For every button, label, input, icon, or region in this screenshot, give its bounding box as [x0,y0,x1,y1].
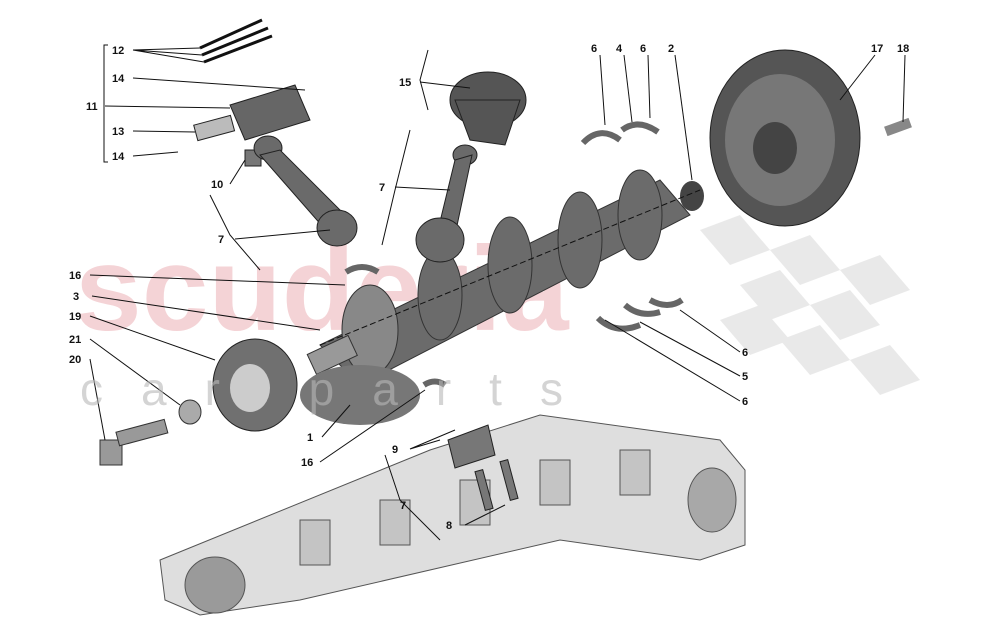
watermark-sub: car parts [80,363,601,415]
callout-2: 2 [668,43,674,55]
callout-labels: 12 14 11 13 14 10 7 16 3 19 21 20 1 16 9… [69,43,909,532]
conrod-cap [447,424,519,511]
callout-1: 1 [307,432,313,444]
callout-17: 17 [871,43,883,55]
callout-20: 20 [69,354,81,366]
callout-7: 7 [379,182,385,194]
callout-11: 11 [86,101,98,113]
callout-7: 7 [400,500,406,512]
conrod-right [415,144,478,263]
callout-15: 15 [399,77,411,89]
callout-13: 13 [112,126,124,138]
callout-5: 5 [742,371,748,383]
callout-6: 6 [742,347,748,359]
callout-8: 8 [446,520,452,532]
callout-4: 4 [616,43,623,55]
crankcase-block [159,414,746,616]
callout-16: 16 [301,457,313,469]
callout-14: 14 [112,73,125,85]
conrod-left [253,135,358,247]
piston-right [449,71,527,146]
piston-left [193,84,311,167]
callout-6: 6 [742,396,748,408]
bearing-shells [344,121,684,388]
flywheel-bolt [884,117,912,137]
callout-21: 21 [69,334,81,346]
crankshaft [306,169,691,386]
callout-3: 3 [73,291,79,303]
counterweight [300,365,420,425]
callout-9: 9 [392,444,398,456]
flywheel [709,49,861,227]
washer [178,399,202,425]
callout-12: 12 [112,45,124,57]
callout-7: 7 [218,234,224,246]
piston-rings [199,18,273,64]
checker-background [700,215,920,395]
callout-6: 6 [591,43,597,55]
callout-14: 14 [112,151,125,163]
callout-10: 10 [211,179,223,191]
callout-19: 19 [69,311,81,323]
pulley-hub [230,364,270,412]
callout-16: 16 [69,270,81,282]
pilot-bearing [680,181,704,211]
callout-18: 18 [897,43,909,55]
leader-lines [89,44,906,541]
pulley-bolt [99,418,169,466]
callout-6: 6 [640,43,646,55]
